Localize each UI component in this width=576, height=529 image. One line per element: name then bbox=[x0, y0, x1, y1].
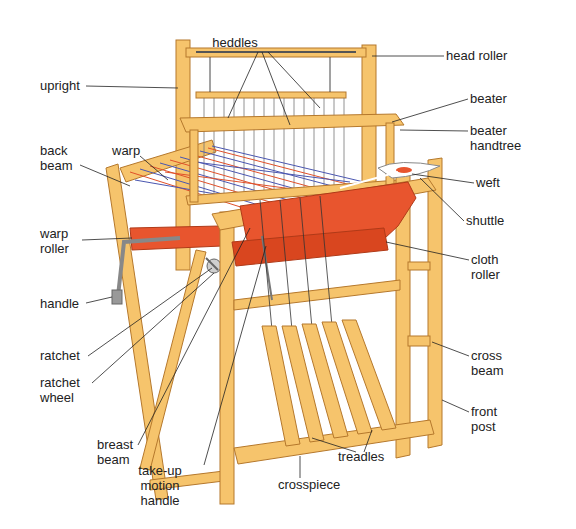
leader-line bbox=[268, 52, 320, 108]
leader-lines bbox=[80, 52, 474, 478]
back-brace bbox=[140, 250, 206, 470]
part-label: heddles bbox=[205, 35, 265, 50]
part-label: crosspiece bbox=[278, 477, 358, 492]
part-label: take-up motion handle bbox=[120, 463, 200, 508]
part-label: back beam bbox=[40, 143, 85, 173]
heddle-cord bbox=[330, 57, 331, 92]
take-up-rod bbox=[262, 236, 272, 300]
heddle bbox=[234, 98, 235, 198]
front-post bbox=[220, 212, 234, 504]
leader-line bbox=[432, 342, 469, 356]
part-label: cloth roller bbox=[471, 252, 516, 282]
leader-line bbox=[88, 268, 212, 356]
treadle-cord bbox=[320, 196, 332, 326]
cross-beam bbox=[408, 262, 430, 270]
cross-beam bbox=[408, 336, 430, 346]
warp-thread bbox=[195, 162, 350, 182]
leader-line bbox=[372, 56, 444, 57]
heddle bbox=[264, 98, 265, 196]
heddle bbox=[344, 98, 345, 192]
part-label: treadles bbox=[338, 449, 408, 464]
part-label: front post bbox=[471, 404, 516, 434]
warp-thread bbox=[165, 172, 300, 190]
part-label: handle bbox=[40, 296, 100, 311]
treadle-cord bbox=[300, 198, 312, 328]
leader-line bbox=[386, 242, 469, 260]
shuttle-bobbin bbox=[396, 167, 412, 173]
heddle-cord bbox=[210, 57, 211, 92]
heddle bbox=[284, 98, 285, 196]
part-label: ratchet bbox=[40, 348, 110, 363]
part-label: weft bbox=[476, 175, 536, 190]
leader-line bbox=[228, 52, 258, 118]
heddle bbox=[294, 98, 295, 194]
treadle bbox=[342, 320, 396, 430]
heddle bbox=[204, 98, 205, 200]
leader-line bbox=[392, 99, 468, 122]
leader-line bbox=[420, 178, 464, 221]
leader-line bbox=[138, 228, 250, 445]
part-label: beater handtree bbox=[470, 123, 532, 153]
part-label: beater bbox=[470, 91, 550, 106]
ratchet-wheel bbox=[207, 259, 221, 273]
beater-handtree bbox=[180, 114, 404, 132]
weft-thread bbox=[340, 172, 398, 188]
heddle bbox=[314, 98, 315, 194]
heddle bbox=[334, 98, 335, 192]
part-label: shuttle bbox=[466, 213, 536, 228]
part-label: cross beam bbox=[471, 348, 516, 378]
leader-line bbox=[400, 130, 468, 131]
crank-knob bbox=[112, 290, 122, 304]
treadle-cord bbox=[260, 200, 272, 330]
leader-line bbox=[442, 400, 469, 412]
heddle-bar bbox=[196, 92, 346, 98]
part-label: upright bbox=[40, 78, 110, 93]
part-label: warp roller bbox=[40, 226, 85, 256]
cloth-roller bbox=[232, 228, 388, 266]
lower-rail bbox=[234, 280, 400, 310]
treadle-cords bbox=[260, 196, 332, 330]
part-label: breast beam bbox=[97, 437, 142, 467]
leader-line bbox=[82, 238, 132, 240]
leader-line bbox=[412, 174, 474, 183]
part-label: warp bbox=[112, 143, 152, 158]
beater-side bbox=[190, 130, 198, 202]
leader-line bbox=[86, 297, 112, 303]
head-roller-rod bbox=[196, 51, 356, 53]
leader-line bbox=[140, 156, 168, 180]
leader-line bbox=[300, 456, 301, 478]
heddle bbox=[254, 98, 255, 198]
leader-line bbox=[204, 246, 266, 465]
heddle bbox=[274, 98, 275, 196]
leader-line bbox=[364, 430, 372, 452]
part-label: head roller bbox=[446, 48, 556, 63]
part-label: ratchet wheel bbox=[40, 375, 95, 405]
front-post bbox=[428, 158, 442, 448]
crank-handle bbox=[118, 238, 180, 296]
heddle bbox=[304, 98, 305, 194]
leader-line bbox=[92, 273, 214, 383]
treadle-cord bbox=[280, 200, 292, 330]
leader-line bbox=[262, 52, 290, 125]
warp-thread bbox=[212, 146, 385, 187]
leader-line bbox=[86, 86, 178, 88]
leader-line bbox=[80, 165, 130, 186]
